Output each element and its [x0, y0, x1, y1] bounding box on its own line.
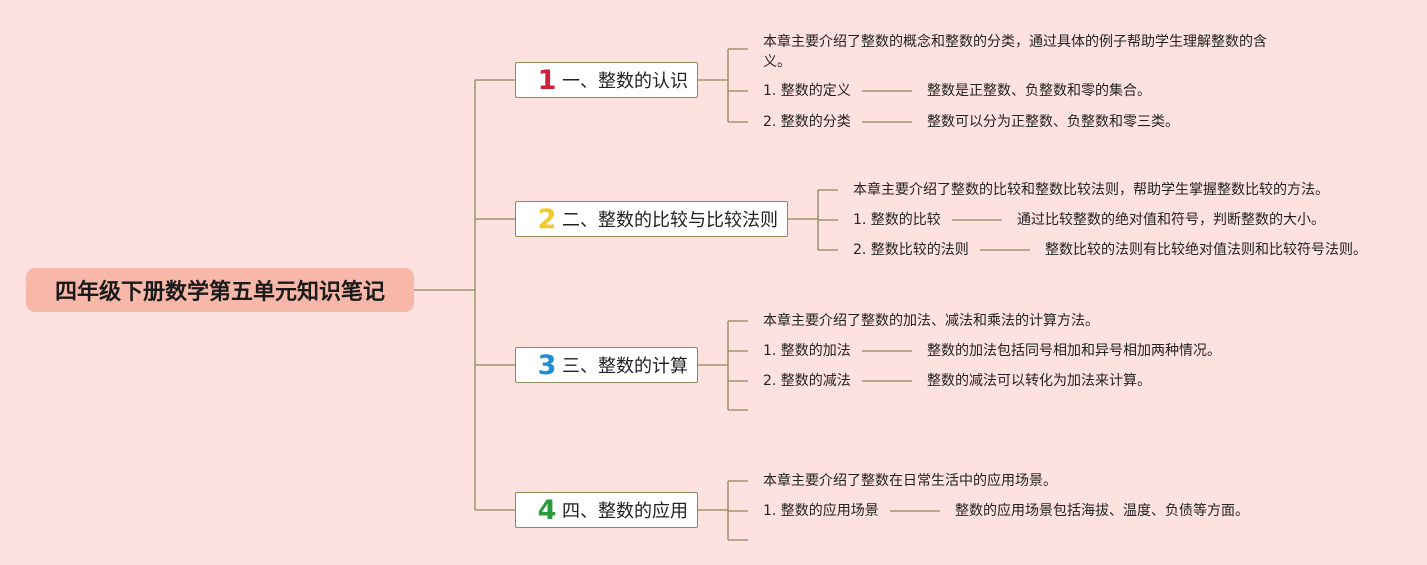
section-3-item-1-detail: 整数的加法包括同号相加和异号相加两种情况。 — [927, 343, 1221, 359]
section-2-item-2-detail: 整数比较的法则有比较绝对值法则和比较符号法则。 — [1045, 242, 1367, 258]
section-3-item-2-label: 2. 整数的减法 — [763, 373, 851, 389]
section-4-number: 4 — [537, 494, 557, 526]
section-1-item-2-detail: 整数可以分为正整数、负整数和零三类。 — [927, 114, 1179, 130]
section-4-item-1-label: 1. 整数的应用场景 — [763, 503, 879, 519]
section-4-title: 四、整数的应用 — [562, 501, 688, 522]
section-3-number: 3 — [537, 349, 557, 381]
section-1-title: 一、整数的认识 — [562, 71, 688, 92]
section-2-number: 2 — [537, 203, 557, 235]
section-2-title: 二、整数的比较与比较法则 — [562, 210, 778, 231]
section-2-item-2-label: 2. 整数比较的法则 — [853, 242, 969, 258]
section-2-summary: 本章主要介绍了整数的比较和整数比较法则，帮助学生掌握整数比较的方法。 — [853, 182, 1329, 198]
section-3-item-2-detail: 整数的减法可以转化为加法来计算。 — [927, 373, 1151, 389]
section-1-item-1-label: 1. 整数的定义 — [763, 83, 851, 99]
section-2-node[interactable]: 2 二、整数的比较与比较法则 — [515, 201, 788, 237]
root-title: 四年级下册数学第五单元知识笔记 — [54, 280, 385, 305]
section-1-item-1-detail: 整数是正整数、负整数和零的集合。 — [927, 83, 1151, 99]
section-4-item-1-detail: 整数的应用场景包括海拔、温度、负债等方面。 — [955, 503, 1249, 519]
section-3-item-1-label: 1. 整数的加法 — [763, 343, 851, 359]
section-4-summary: 本章主要介绍了整数在日常生活中的应用场景。 — [763, 473, 1057, 489]
section-1-summary: 本章主要介绍了整数的概念和整数的分类，通过具体的例子帮助学生理解整数的含义。 — [763, 34, 1267, 70]
section-1-node[interactable]: 1 一、整数的认识 — [515, 62, 698, 98]
section-3-title: 三、整数的计算 — [562, 356, 688, 377]
section-3-node[interactable]: 3 三、整数的计算 — [515, 347, 698, 383]
section-3-summary: 本章主要介绍了整数的加法、减法和乘法的计算方法。 — [763, 313, 1099, 329]
section-1-number: 1 — [537, 64, 557, 96]
section-2-item-1-detail: 通过比较整数的绝对值和符号，判断整数的大小。 — [1017, 212, 1325, 228]
section-1-item-2-label: 2. 整数的分类 — [763, 114, 851, 130]
section-2-item-1-label: 1. 整数的比较 — [853, 212, 941, 228]
root-topic[interactable]: 四年级下册数学第五单元知识笔记 — [26, 268, 414, 312]
section-4-node[interactable]: 4 四、整数的应用 — [515, 492, 698, 528]
